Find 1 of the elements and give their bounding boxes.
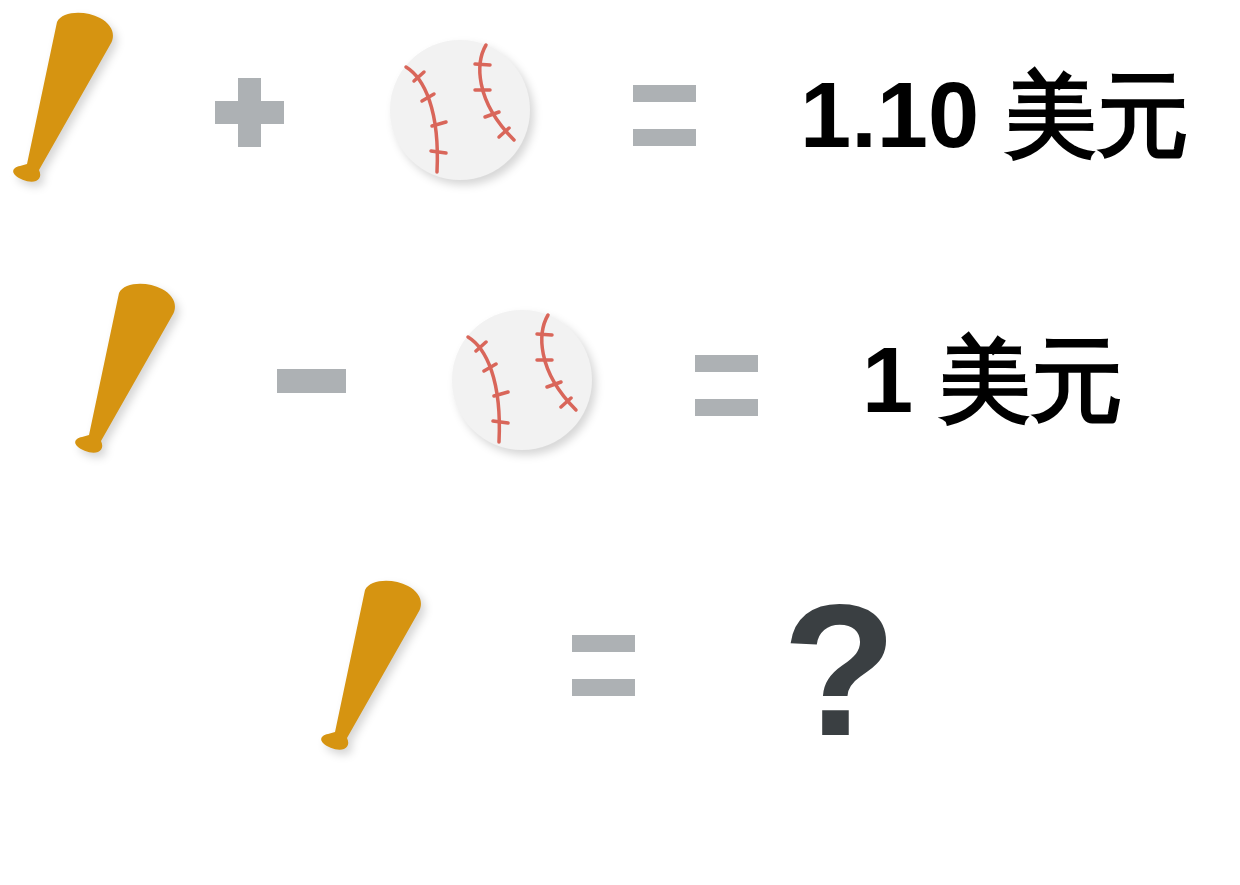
question-mark: ? (782, 576, 897, 764)
